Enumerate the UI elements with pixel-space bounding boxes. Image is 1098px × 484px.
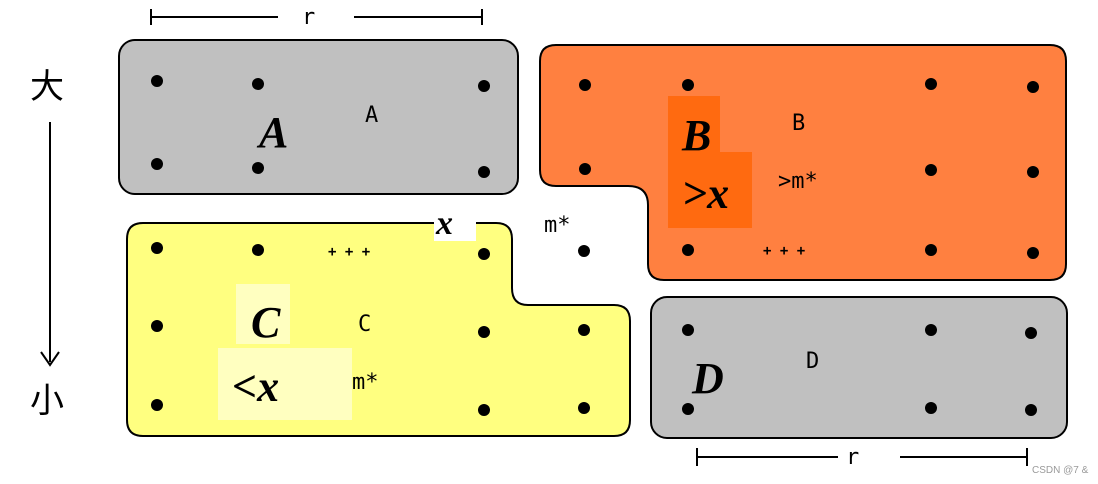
axis-bottom-label: 小 [30, 381, 64, 421]
region-c-label-bg [236, 284, 290, 344]
region-d-big-label: D [691, 354, 724, 403]
region-a-points [151, 75, 490, 178]
region-b-small-label: B [792, 111, 805, 136]
x-marker: x [434, 205, 476, 242]
region-c-small-label: C [358, 312, 371, 337]
down-arrow-icon [40, 351, 60, 367]
region-c-mstar-label: m* [352, 370, 379, 395]
region-d-small-label: D [806, 349, 819, 374]
region-d-points [682, 324, 1037, 416]
region-c-ellipsis: + + + [328, 244, 370, 260]
mstar-point [578, 245, 590, 257]
axis-top-label: 大 [30, 67, 64, 107]
region-a: A A [118, 39, 519, 195]
region-b-mstar-label: >m* [778, 169, 818, 194]
bottom-r-label: r [846, 445, 859, 470]
x-label: x [435, 205, 453, 242]
region-b-relation-label: >x [682, 169, 729, 218]
size-axis: 大 小 [30, 67, 64, 421]
region-c-relation-bg [218, 348, 352, 420]
region-b-ellipsis: + + + [763, 243, 805, 259]
region-a-small-label: A [365, 103, 378, 128]
region-a-big-label: A [256, 108, 288, 157]
mstar-label: m* [544, 213, 571, 238]
mstar-marker: m* [544, 213, 590, 257]
region-c: + + + C m* C <x [126, 222, 631, 437]
region-b-big-label: B [681, 111, 711, 160]
region-c-big-label: C [251, 298, 281, 347]
watermark: CSDN @7 & [1032, 465, 1089, 476]
region-d: D D [650, 296, 1068, 439]
top-r-label: r [302, 5, 315, 30]
region-b: B >m* + + + B >x [539, 44, 1067, 281]
region-c-relation-label: <x [232, 362, 279, 411]
region-b-label-bg [668, 96, 720, 156]
top-dimension: r [150, 5, 483, 30]
region-c-points [151, 242, 590, 416]
region-b-relation-bg [668, 152, 752, 228]
region-b-points [579, 78, 1039, 259]
bottom-dimension: r [696, 445, 1028, 470]
